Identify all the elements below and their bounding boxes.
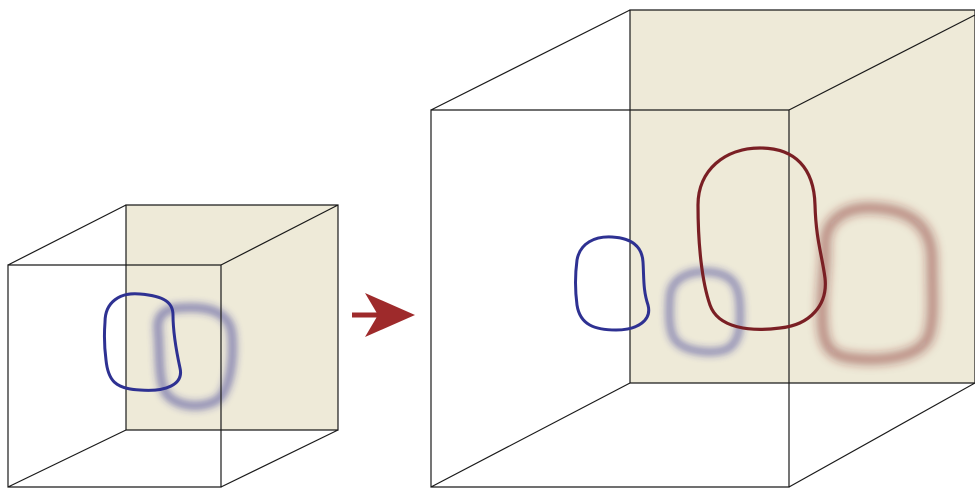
- right-cube-blue-loop: [574, 235, 651, 332]
- right-arrow-icon: [352, 293, 415, 337]
- left-cube-connecting-edges: [7, 204, 339, 488]
- right-cube-front-face: [430, 109, 790, 488]
- right-cube: [430, 9, 975, 488]
- arrow-head: [365, 293, 415, 337]
- right-cube-connecting-edges: [430, 9, 975, 488]
- right-cube-blurred-blue-loop: [665, 268, 744, 356]
- right-cube-back-face: [629, 9, 975, 384]
- right-cube-red-loop: [696, 146, 827, 331]
- left-cube-blue-loop: [102, 292, 182, 392]
- left-cube-blurred-blue-loop: [153, 303, 237, 410]
- right-cube-blurred-red-loop: [816, 202, 938, 365]
- left-cube: [7, 204, 339, 488]
- left-cube-front-face: [7, 264, 222, 488]
